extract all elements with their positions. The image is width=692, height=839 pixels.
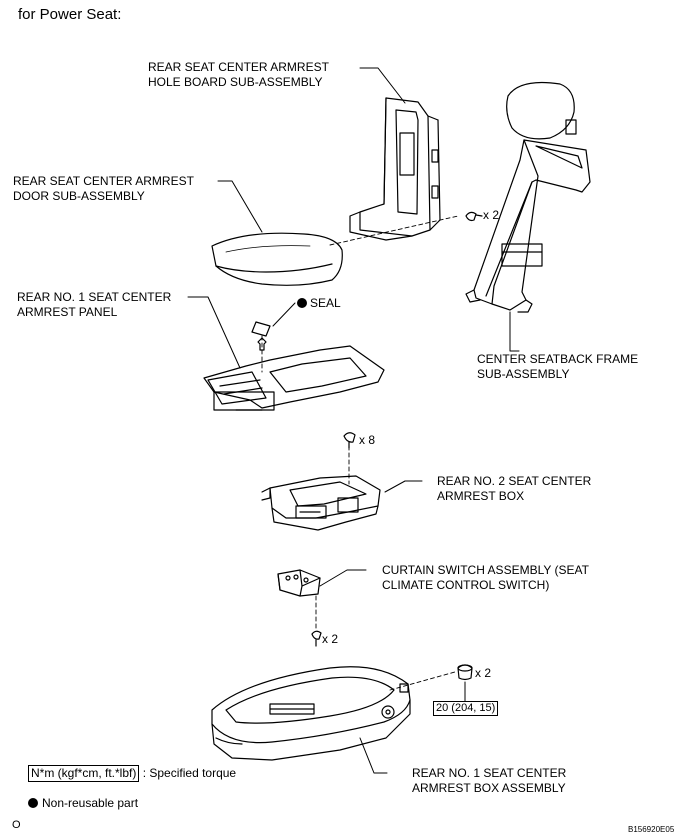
qty-box2-screws: x 8 <box>359 433 376 447</box>
qty-box1-bolts: x 2 <box>475 666 492 680</box>
armrest-box-no1-assembly <box>211 666 411 761</box>
box2-screw <box>343 432 356 449</box>
curtain-switch-assembly <box>277 569 321 597</box>
seal-part <box>251 298 307 337</box>
legend-nonreusable: Non-reusable part <box>28 796 138 810</box>
box1-bolt <box>457 664 473 681</box>
torque-value-box: 20 (204, 15) <box>433 701 499 716</box>
armrest-panel <box>203 345 385 411</box>
leader-lines <box>187 67 520 774</box>
hole-board-sub-assembly <box>349 97 441 241</box>
diagram-heading: for Power Seat: <box>18 6 122 23</box>
armrest-box-no2 <box>261 475 381 531</box>
switch-screw <box>311 630 322 647</box>
legend-torque-box: N*m (kgf*cm, ft.*lbf) <box>28 765 140 782</box>
panel-clip <box>257 337 267 351</box>
qty-switch-screws: x 2 <box>322 632 339 646</box>
center-seatback-frame <box>465 81 591 313</box>
assembly-dashed-lines <box>261 215 459 691</box>
figure-id: B156920E05 <box>628 825 675 834</box>
armrest-door-sub-assembly <box>211 232 343 286</box>
label-seal: SEAL <box>310 296 341 310</box>
qty-frame-screws: x 2 <box>483 208 500 222</box>
legend-torque-text: : Specified torque <box>142 766 237 780</box>
legend-nonreusable-text: Non-reusable part <box>42 796 139 810</box>
legend-torque: N*m (kgf*cm, ft.*lbf) : Specified torque <box>28 765 236 782</box>
corner-mark: O <box>12 819 21 831</box>
nonreusable-dot-icon <box>28 798 38 808</box>
frame-screw <box>465 211 483 222</box>
